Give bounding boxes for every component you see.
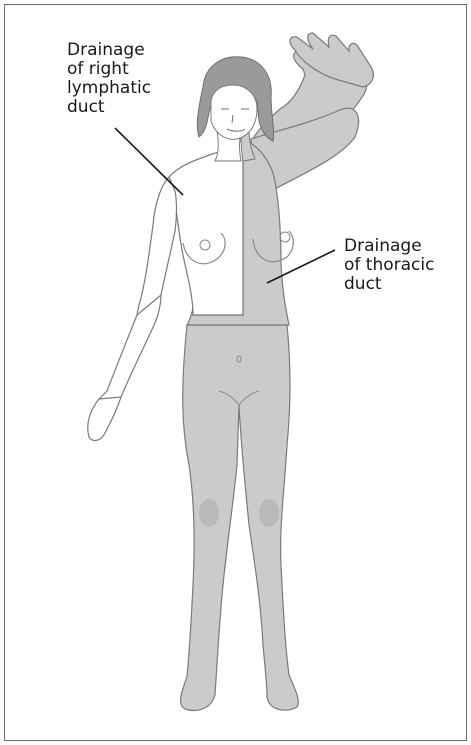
right-hand (88, 397, 121, 440)
label-thoracic-duct: Drainage of thoracic duct (344, 237, 434, 294)
right-forearm (99, 295, 161, 404)
leader-line-right-lymphatic (115, 128, 183, 195)
right-upper-arm (137, 177, 177, 315)
torso-right-lymphatic-region (169, 139, 243, 315)
left-nipple (280, 232, 290, 242)
legs (181, 325, 299, 710)
lymphatic-drainage-figure: Drainage of right lymphatic duct Drainag… (4, 4, 467, 741)
label-right-lymphatic-duct: Drainage of right lymphatic duct (67, 41, 151, 117)
right-knee-shade (199, 499, 219, 527)
left-knee-shade (259, 499, 279, 527)
